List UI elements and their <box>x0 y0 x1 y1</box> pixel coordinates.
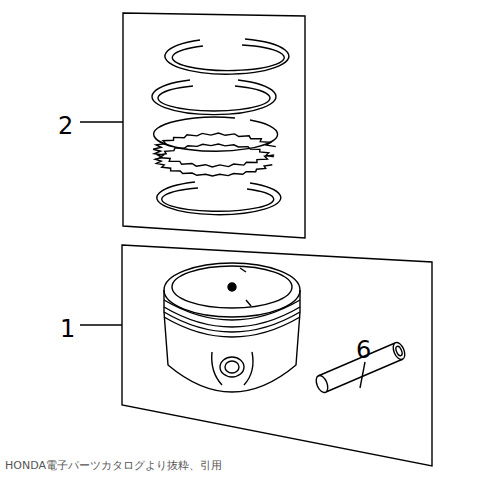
ring-set-box <box>123 13 305 238</box>
callout-number: 6 <box>356 336 371 364</box>
oil-ring-expander <box>153 133 276 176</box>
callout-number: 1 <box>60 315 75 343</box>
callout-number: 2 <box>58 112 73 140</box>
piston <box>164 263 300 392</box>
piston-box <box>122 245 432 466</box>
oil-ring-rail <box>154 117 281 215</box>
leader-line <box>80 121 123 122</box>
expander-wave <box>155 144 274 176</box>
top-ring <box>165 39 289 74</box>
second-ring <box>152 80 276 115</box>
source-note: HONDA電子パーツカタログより抜粋、引用 <box>5 458 222 473</box>
leader-line <box>80 324 122 325</box>
